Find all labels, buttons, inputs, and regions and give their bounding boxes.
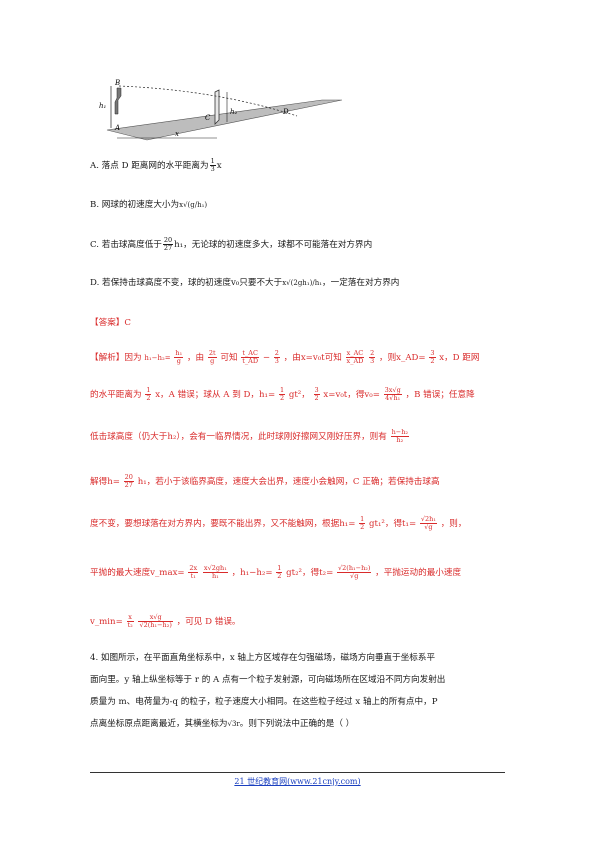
option-c-frac-den: 27 — [163, 244, 173, 252]
option-a-frac-num: 1 — [209, 157, 216, 166]
label-h2: h₂ — [230, 108, 238, 116]
q4-line-2: 面向里。y 轴上纵坐标等于 r 的 A 点有一个粒子发射源，可向磁场所在区域沿不… — [90, 675, 446, 685]
analysis-l2b: x，A 错误；球从 A 到 D，h₁= — [155, 390, 276, 400]
footer-divider — [90, 772, 505, 773]
option-a-tail: x — [216, 161, 222, 171]
answer-line: 【答案】C — [90, 316, 131, 330]
analysis-line-3: 低击球高度（仍大于h₂），会有一临界情况，此时球刚好擦网又刚好压界，则有 h−h… — [90, 428, 410, 444]
q4-l4b: √3r — [227, 720, 240, 728]
trajectory-line — [118, 85, 298, 117]
option-d-expr: x√(2gh₁)/h₁ — [282, 279, 323, 287]
analysis-l2d: x=v₀t，得v₀= — [323, 390, 380, 400]
answer-label: 【答案】C — [90, 318, 131, 328]
analysis-l1h: x，D 距网 — [439, 353, 480, 363]
option-d-tail: ，一定落在对方界内 — [322, 278, 400, 288]
tennis-trajectory-figure: B h₁ A C h₂ D x — [99, 79, 343, 141]
q4-line-1: 4. 如图所示，在平面直角坐标系中，x 轴上方区域存在匀强磁场，磁场方向垂直于坐… — [90, 653, 436, 663]
label-C: C — [205, 114, 211, 122]
label-D: D — [282, 108, 289, 116]
label-B: B — [114, 79, 120, 87]
analysis-l5c: ，则， — [440, 519, 467, 529]
option-c-tail: h₁，无论球的初速度多大，球都不可能落在对方界内 — [174, 240, 373, 250]
analysis-l2e: ，B 错误；任意降 — [405, 390, 475, 400]
player-icon — [114, 87, 122, 115]
q4-l4c: 。则下列说法中正确的是（ ） — [239, 719, 355, 729]
analysis-l1a: 【解析】因为 — [90, 353, 142, 363]
analysis-l1f: ，由x=v₀t可知 — [283, 353, 342, 363]
analysis-l1d: 可知 — [220, 353, 238, 363]
analysis-l5b: gt₁²，得t₁= — [369, 519, 417, 529]
analysis-l5a: 度不变，要想球落在对方界内，要既不能出界，又不能触网，根据h₁= — [90, 519, 356, 529]
option-a-frac-den: 3 — [210, 165, 215, 173]
option-b: B. 网球的初速度大小为x√(g/h₁) — [90, 198, 207, 212]
analysis-l4a: 解得h= — [90, 477, 120, 487]
option-c-text: C. 若击球高度低于 — [90, 240, 162, 250]
analysis-l7a: v_min= — [90, 617, 123, 627]
option-c-frac-num: 20 — [162, 236, 174, 245]
analysis-l7b: ，可见 D 错误。 — [176, 617, 241, 627]
option-b-expr: x√(g/h₁) — [179, 201, 208, 209]
analysis-l2c: gt²， — [288, 390, 310, 400]
q4-line-4: 点离坐标原点距离最近，其横坐标为√3r。则下列说法中正确的是（ ） — [90, 717, 354, 731]
label-A: A — [114, 124, 120, 132]
q4-l4a: 点离坐标原点距离最近，其横坐标为 — [90, 719, 228, 729]
analysis-l4b: h₁，若小于该临界高度，速度大会出界，速度小会触网，C 正确；若保持击球高 — [137, 477, 440, 487]
footer-link[interactable]: 21 世纪教育网(www.21cnjy.com) — [234, 777, 361, 786]
analysis-l1b: h₁−h₂= — [144, 354, 171, 362]
analysis-l1g: ，则x_AD= — [378, 353, 426, 363]
label-x: x — [175, 130, 179, 138]
analysis-l1c: ，由 — [186, 353, 205, 363]
analysis-l1e: − — [262, 353, 271, 363]
court-plane — [106, 99, 343, 141]
analysis-l6d: ，平抛运动的最小速度 — [375, 568, 462, 578]
option-a-text: A. 落点 D 距离网的水平距离为 — [90, 161, 209, 171]
analysis-l6b: ，h₁−h₂= — [231, 568, 273, 578]
net — [214, 89, 220, 125]
analysis-l3a: 低击球高度（仍大于h₂），会有一临界情况，此时球刚好擦网又刚好压界，则有 — [90, 432, 387, 442]
label-h1: h₁ — [99, 102, 107, 110]
option-d-text: D. 若保持击球高度不变，球的初速度v₀只要不大于 — [90, 278, 283, 288]
analysis-l6c: gt₂²，得t₂= — [286, 568, 334, 578]
analysis-l2a: 的水平距离为 — [90, 390, 142, 400]
option-d: D. 若保持击球高度不变，球的初速度v₀只要不大于x√(2gh₁)/h₁，一定落… — [90, 276, 399, 290]
q4-line-3: 质量为 m、电荷量为-q 的粒子，粒子速度大小相同。在这些粒子经过 x 轴上的所… — [90, 697, 438, 707]
analysis-l6a: 平抛的最大速度v_max= — [90, 568, 185, 578]
option-b-text: B. 网球的初速度大小为 — [90, 200, 180, 210]
